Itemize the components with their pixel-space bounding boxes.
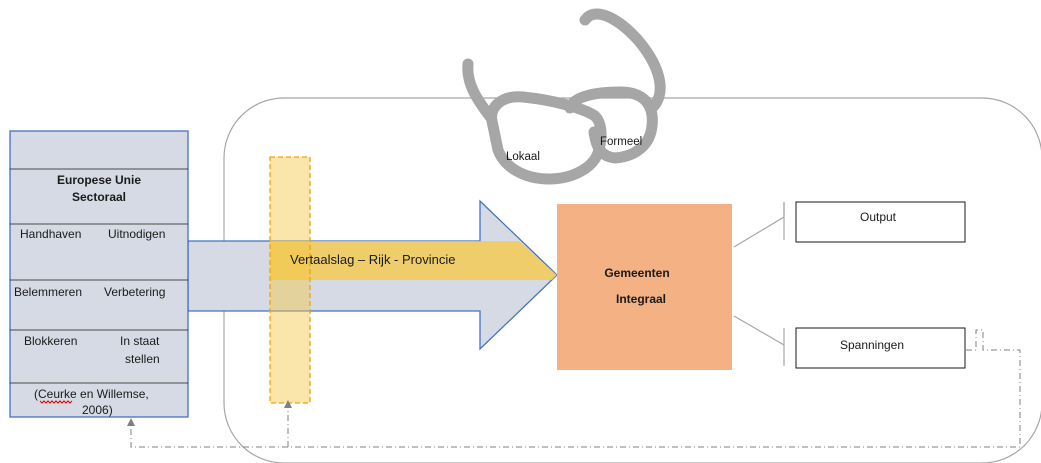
feedback-arrowhead-left <box>127 418 135 426</box>
tensions-label: Spanningen <box>840 338 904 352</box>
instrument-stellen: stellen <box>125 352 160 366</box>
citation-prefix: ( <box>34 387 38 401</box>
feedback-arrowhead-column <box>284 400 292 408</box>
municipality-line2: Integraal <box>616 292 666 306</box>
output-label: Output <box>860 210 897 224</box>
glasses-icon <box>462 8 666 185</box>
tensions-box <box>795 327 966 369</box>
instrument-blokkeren: Blokkeren <box>24 334 77 348</box>
output-box <box>795 201 966 243</box>
glasses-label-lokaal: Lokaal <box>506 151 540 163</box>
outcome-connectors <box>733 202 785 366</box>
panel-heading-line1: Europese Unie <box>57 173 141 187</box>
translation-band <box>270 241 483 280</box>
panel-box <box>9 130 189 418</box>
feedback-loop <box>130 329 1021 448</box>
instrument-verbetering: Verbetering <box>104 285 165 299</box>
spellcheck-underline <box>39 400 73 404</box>
citation-line2: 2006) <box>82 403 113 417</box>
citation-line1: (Ceurke en Willemse, <box>34 387 149 401</box>
eu-sectoral-panel: Europese Unie Sectoraal Handhaven Uitnod… <box>9 130 189 418</box>
municipality-box <box>557 204 732 370</box>
citation-author: Ceurke <box>38 387 77 401</box>
citation-suffix: en Willemse, <box>77 387 149 401</box>
translation-column <box>269 156 311 404</box>
panel-heading-line2: Sectoraal <box>72 190 126 204</box>
instrument-in-staat: In staat <box>120 334 160 348</box>
instrument-handhaven: Handhaven <box>20 227 81 241</box>
glasses-label-formeel: Formeel <box>600 136 642 148</box>
instrument-belemmeren: Belemmeren <box>14 285 82 299</box>
translation-label: Vertaalslag – Rijk - Provincie <box>290 252 455 267</box>
instrument-uitnodigen: Uitnodigen <box>108 227 165 241</box>
municipality-line1: Gemeenten <box>604 266 669 280</box>
translation-band-tip <box>483 241 557 280</box>
